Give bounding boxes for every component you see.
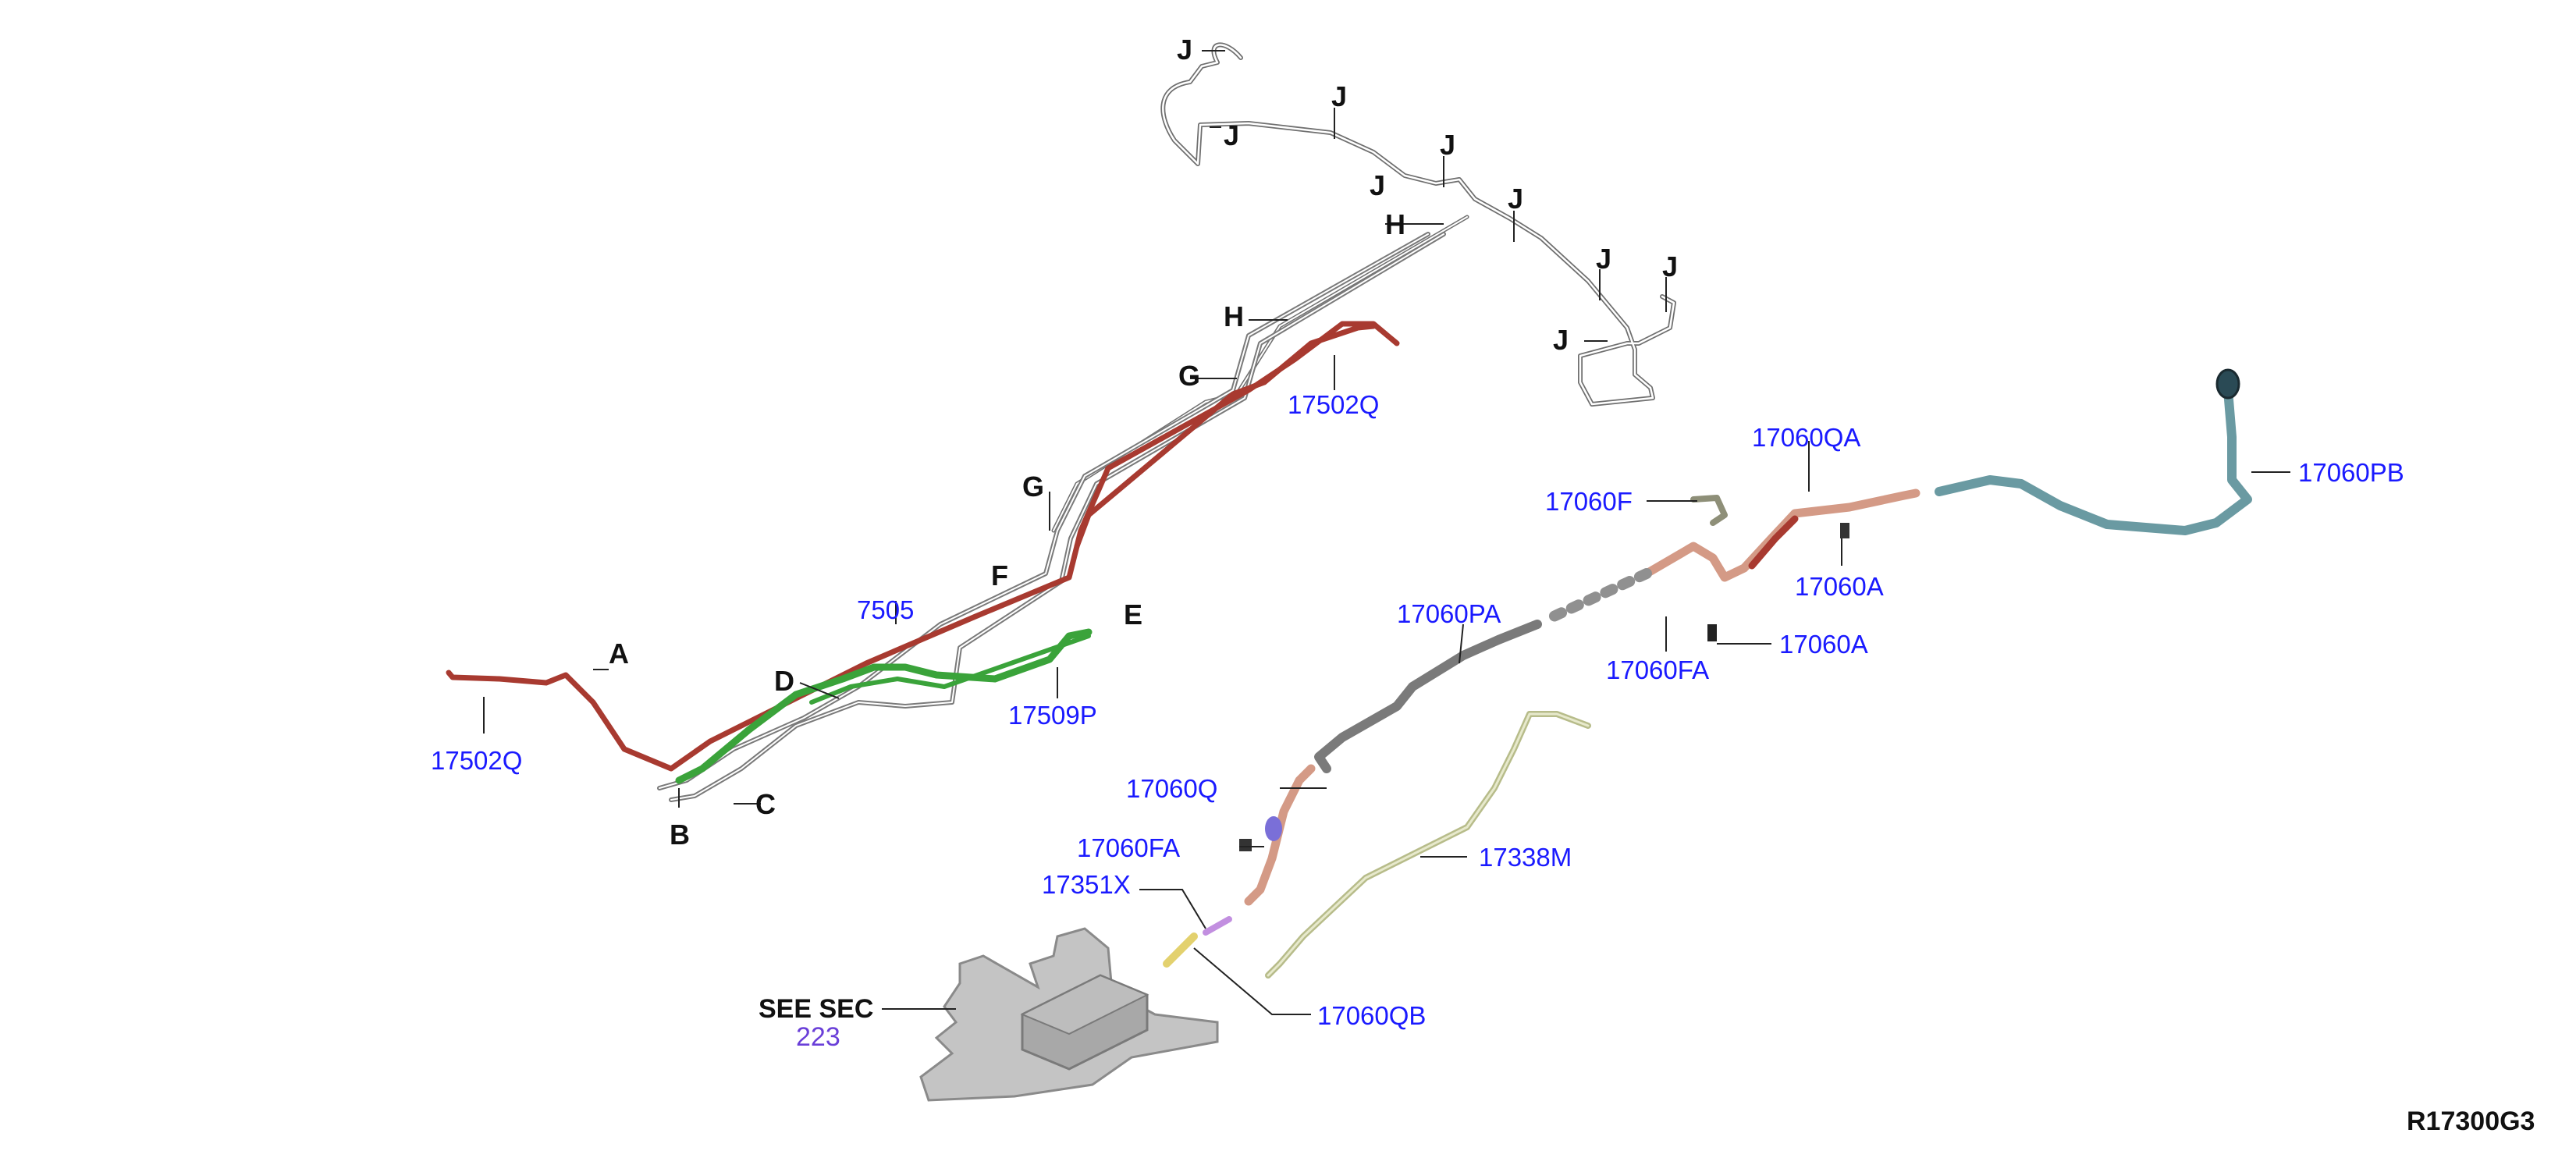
location-label: J — [1508, 183, 1523, 215]
location-label: A — [609, 638, 629, 670]
filler-hoses — [1163, 368, 2252, 979]
bracket-17060F — [1690, 495, 1728, 526]
green-tube — [675, 628, 1093, 784]
location-label: J — [1553, 324, 1569, 356]
location-label: D — [774, 665, 794, 697]
part-label: 17060Q — [1126, 774, 1217, 803]
location-label: J — [1596, 243, 1611, 275]
steel-tube-1-inner — [659, 233, 1429, 789]
evap-canister-assembly — [919, 927, 1219, 1102]
location-label: F — [991, 559, 1008, 591]
location-label: J — [1662, 250, 1678, 282]
part-label: 17502Q — [1288, 390, 1379, 419]
part-label: 17060A — [1779, 630, 1868, 659]
part-label: 17060F — [1545, 487, 1633, 516]
green-tube-2 — [809, 634, 1091, 705]
part-label: 17502Q — [431, 746, 522, 775]
part-label: 7505 — [857, 595, 914, 624]
see-section-label: SEE SEC — [759, 994, 873, 1024]
breather-17351X — [1203, 916, 1232, 936]
filler-neck-cap — [2215, 368, 2240, 400]
clip-17060A — [1707, 624, 1717, 641]
location-label: B — [670, 819, 690, 851]
hose-17060PB — [1935, 385, 2252, 535]
part-label: 17338M — [1479, 843, 1572, 872]
location-label: H — [1385, 208, 1405, 240]
hose-17060QB — [1163, 932, 1198, 968]
part-label: 17509P — [1008, 701, 1097, 730]
part-label: 17060A — [1795, 572, 1884, 601]
section-number-label: 223 — [796, 1022, 840, 1052]
part-label: 17060QA — [1752, 423, 1860, 452]
location-label: J — [1440, 129, 1455, 161]
rear-tube-branch — [1051, 215, 1469, 533]
clip-17060A-upper — [1840, 523, 1849, 538]
part-label: 17060FA — [1606, 655, 1709, 684]
part-label: 17060QB — [1317, 1001, 1426, 1030]
location-label: G — [1022, 471, 1044, 503]
part-label: 17060PA — [1397, 599, 1501, 628]
canister-top — [1020, 974, 1149, 1035]
location-label: G — [1178, 360, 1200, 392]
hose-17060QA — [1642, 488, 1920, 582]
location-label: H — [1224, 300, 1244, 332]
red-tube — [446, 321, 1400, 772]
part-label: 17060PB — [2298, 458, 2404, 487]
rear-tube-branch-inner — [1053, 216, 1468, 531]
part-label: 17351X — [1042, 870, 1131, 899]
hose-17060QA-red — [1748, 515, 1799, 570]
clamp-17060FA — [1239, 839, 1252, 851]
hose-17060PA — [1314, 620, 1542, 773]
part-label: 17060FA — [1077, 833, 1180, 862]
location-label: J — [1331, 80, 1347, 112]
main-tube-bundle — [446, 232, 1446, 802]
location-labels: J J J J J J J J J H H G G F E A B C D — [609, 34, 1678, 851]
hose-clamp-purple — [1265, 816, 1282, 841]
hose-17338M-inner — [1267, 712, 1590, 977]
location-label: E — [1124, 599, 1142, 631]
rear-tube-bundle — [1051, 42, 1676, 533]
location-label: J — [1224, 119, 1239, 151]
red-tube-upper — [1074, 323, 1377, 549]
hose-17060PA-dashes — [1540, 568, 1652, 626]
part-labels: 17502Q 17502Q 17509P 7505 17060QA 17060P… — [431, 390, 2404, 1030]
location-label: J — [1370, 169, 1385, 201]
location-label: J — [1177, 34, 1192, 66]
diagram-code: R17300G3 — [2407, 1106, 2535, 1136]
location-label: C — [755, 788, 776, 820]
leader-lines — [483, 50, 2290, 1015]
